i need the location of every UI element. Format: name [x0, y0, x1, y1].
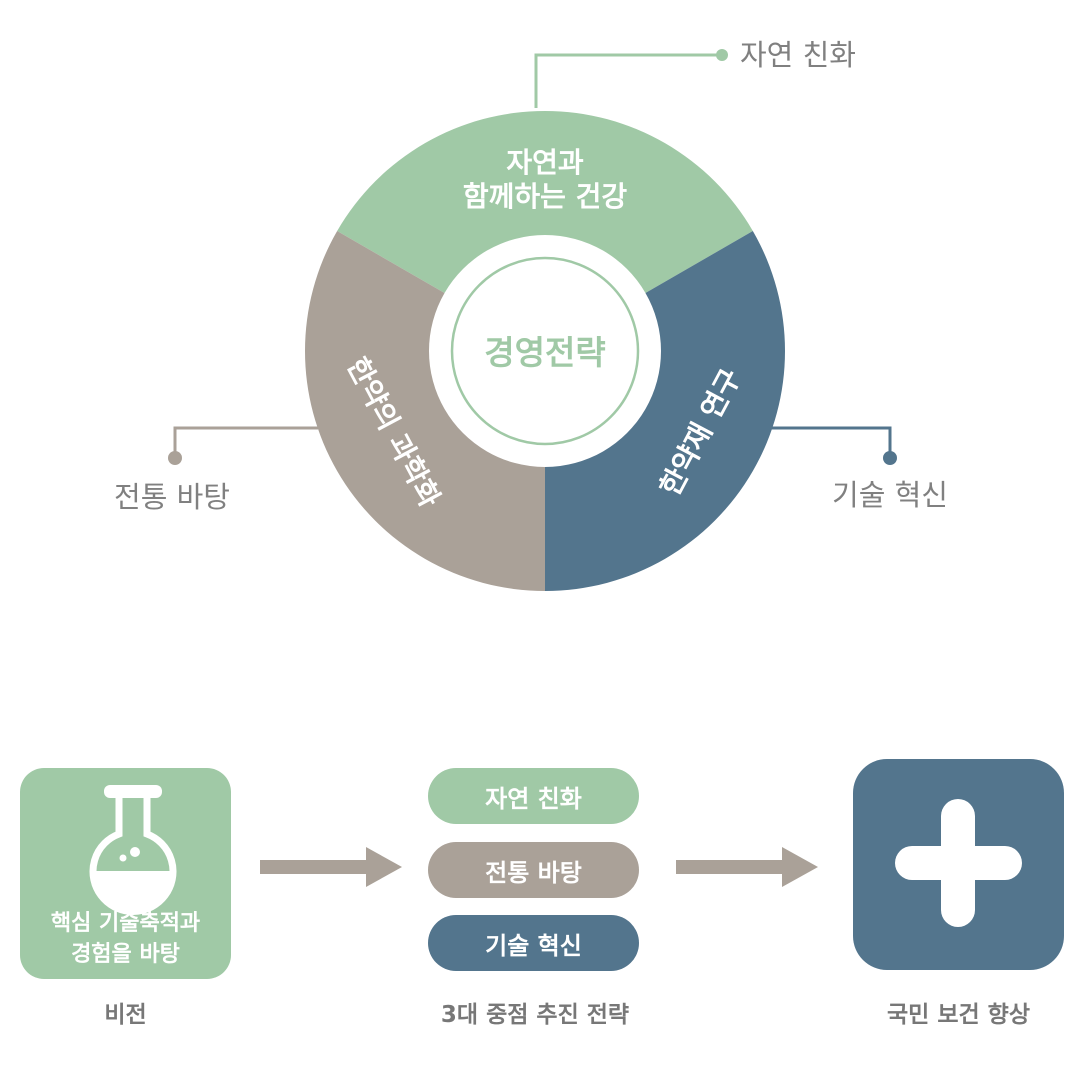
segment-science — [304, 231, 545, 591]
strategy-pill-tradition: 전통 바탕 — [428, 842, 639, 898]
goal-box — [853, 759, 1064, 970]
callout-left-label: 전통 바탕 — [114, 480, 230, 514]
connector-dot-right — [883, 451, 897, 465]
connector-dot-left — [168, 451, 182, 465]
flow-arrows — [260, 847, 818, 887]
flask-icon — [89, 785, 177, 915]
center-label: 경영전략 — [484, 333, 605, 372]
segment-research — [545, 231, 785, 591]
center-disc — [430, 236, 660, 466]
arrow-right-icon — [260, 847, 402, 887]
plus-icon — [895, 799, 1022, 927]
connector-dot-top — [716, 49, 728, 61]
strategy-pill-nature: 자연 친화 — [428, 768, 639, 824]
strategy-wheel: 경영전략 자연과 함께하는 건강 한약재 연구 한약의 과학화 자연 친화 전통… — [114, 38, 948, 591]
connector-top — [534, 53, 722, 108]
segment-nature-label-line2: 함께하는 건강 — [463, 180, 628, 213]
callout-top-label: 자연 친화 — [740, 38, 856, 72]
connector-left — [173, 426, 318, 458]
center-ring — [450, 256, 640, 446]
callout-right-label: 기술 혁신 — [832, 478, 948, 512]
segment-nature-label-line1: 자연과 — [506, 146, 584, 179]
vision-text-line2: 경험을 바탕 — [71, 942, 180, 967]
arrow-right-icon — [676, 847, 818, 887]
strategies-caption: 3대 중점 추진 전략 — [440, 1002, 630, 1028]
strategy-pill-technology: 기술 혁신 — [428, 915, 639, 971]
vision-box: 핵심 기술축적과 경험을 바탕 — [20, 768, 231, 979]
goal-caption: 국민 보건 향상 — [887, 1002, 1030, 1028]
vision-text-line1: 핵심 기술축적과 — [50, 911, 201, 936]
vision-caption: 비전 — [104, 1002, 147, 1028]
segment-nature — [337, 111, 753, 294]
connector-right — [770, 426, 892, 458]
